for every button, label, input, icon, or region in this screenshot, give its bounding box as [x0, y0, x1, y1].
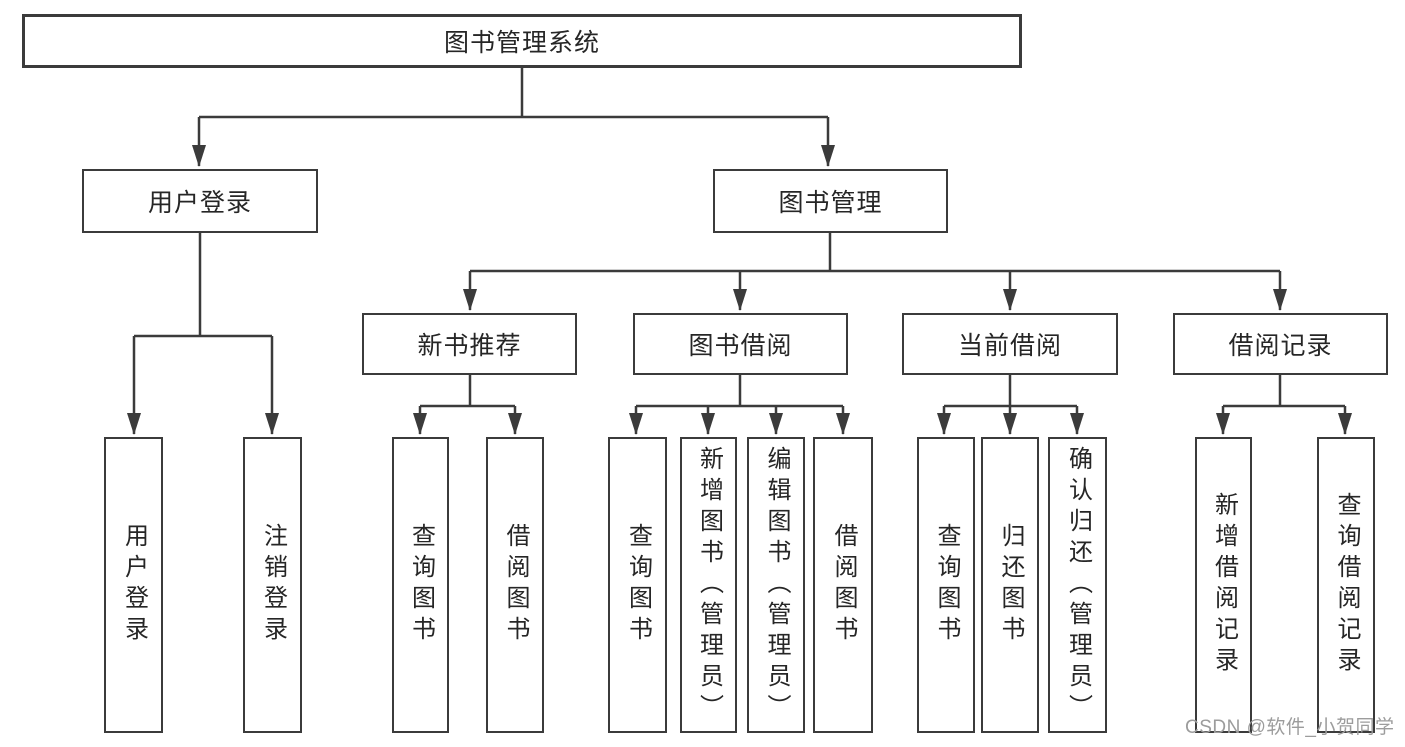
node-current-borrow-label: 当前借阅 [957, 332, 1062, 360]
leaf-query-borrow-record: 查询借阅记录 [1317, 437, 1375, 733]
node-current-borrow: 当前借阅 [902, 313, 1118, 375]
node-root-system: 图书管理系统 [22, 14, 1022, 68]
node-user-login-label: 用户登录 [147, 189, 252, 217]
leaf-edit-books-admin: 编辑图书（管理员） [747, 437, 805, 733]
leaf-user-login: 用户登录 [104, 437, 163, 733]
leaf-logout: 注销登录 [243, 437, 302, 733]
leaf-confirm-return-admin: 确认归还（管理员） [1048, 437, 1107, 733]
node-borrow-records-label: 借阅记录 [1228, 332, 1333, 360]
leaf-return-books: 归还图书 [981, 437, 1039, 733]
node-book-management: 图书管理 [713, 169, 948, 233]
leaf-borrow-books-recommend: 借阅图书 [486, 437, 544, 733]
node-borrow-records: 借阅记录 [1173, 313, 1388, 375]
node-new-book-recommend-label: 新书推荐 [417, 332, 522, 360]
leaf-query-books-current: 查询图书 [917, 437, 975, 733]
node-new-book-recommend: 新书推荐 [362, 313, 577, 375]
node-user-login: 用户登录 [82, 169, 318, 233]
node-book-borrow-label: 图书借阅 [688, 332, 793, 360]
node-book-management-label: 图书管理 [778, 189, 883, 217]
leaf-borrow-books: 借阅图书 [813, 437, 873, 733]
leaf-query-books-borrow: 查询图书 [608, 437, 667, 733]
leaf-add-books-admin: 新增图书（管理员） [680, 437, 737, 733]
leaf-query-books-recommend: 查询图书 [392, 437, 449, 733]
csdn-watermark: CSDN @软件_小贺同学 [1185, 717, 1395, 738]
node-book-borrow: 图书借阅 [633, 313, 848, 375]
node-root-label: 图书管理系统 [443, 29, 600, 57]
leaf-add-borrow-record: 新增借阅记录 [1195, 437, 1252, 733]
